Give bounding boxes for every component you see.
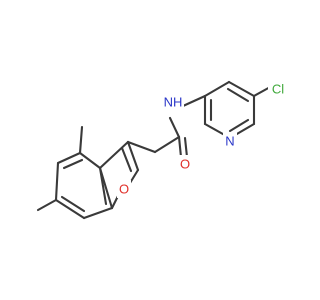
bond — [203, 80, 231, 98]
bond — [78, 151, 102, 170]
chemical-structure: NH N Cl O O — [36, 80, 288, 220]
bond — [82, 206, 114, 220]
chlorine-label: Cl — [272, 82, 284, 97]
bond — [228, 118, 250, 133]
bond — [36, 198, 58, 212]
bond — [226, 87, 250, 103]
atom-labels: NH N Cl O O — [117, 80, 288, 198]
bond — [128, 168, 140, 185]
bond — [98, 166, 108, 206]
bond — [120, 146, 133, 173]
bond — [62, 158, 84, 170]
furan-oxygen-label: O — [119, 182, 129, 197]
bond — [54, 161, 60, 202]
bond — [54, 198, 86, 220]
bond — [227, 80, 256, 98]
bond — [60, 195, 86, 213]
bond — [153, 135, 181, 154]
bond — [56, 151, 82, 165]
bond — [98, 140, 130, 170]
bond — [168, 116, 181, 139]
nh-label: NH — [164, 95, 183, 110]
bonds — [36, 80, 274, 220]
carbonyl-oxygen-label: O — [180, 157, 190, 172]
bond — [177, 135, 183, 159]
bond — [181, 94, 207, 108]
bond — [126, 140, 140, 172]
pyridine-nitrogen-label: N — [225, 134, 234, 149]
bond — [126, 140, 157, 154]
bond — [78, 125, 84, 155]
bond — [183, 136, 189, 159]
